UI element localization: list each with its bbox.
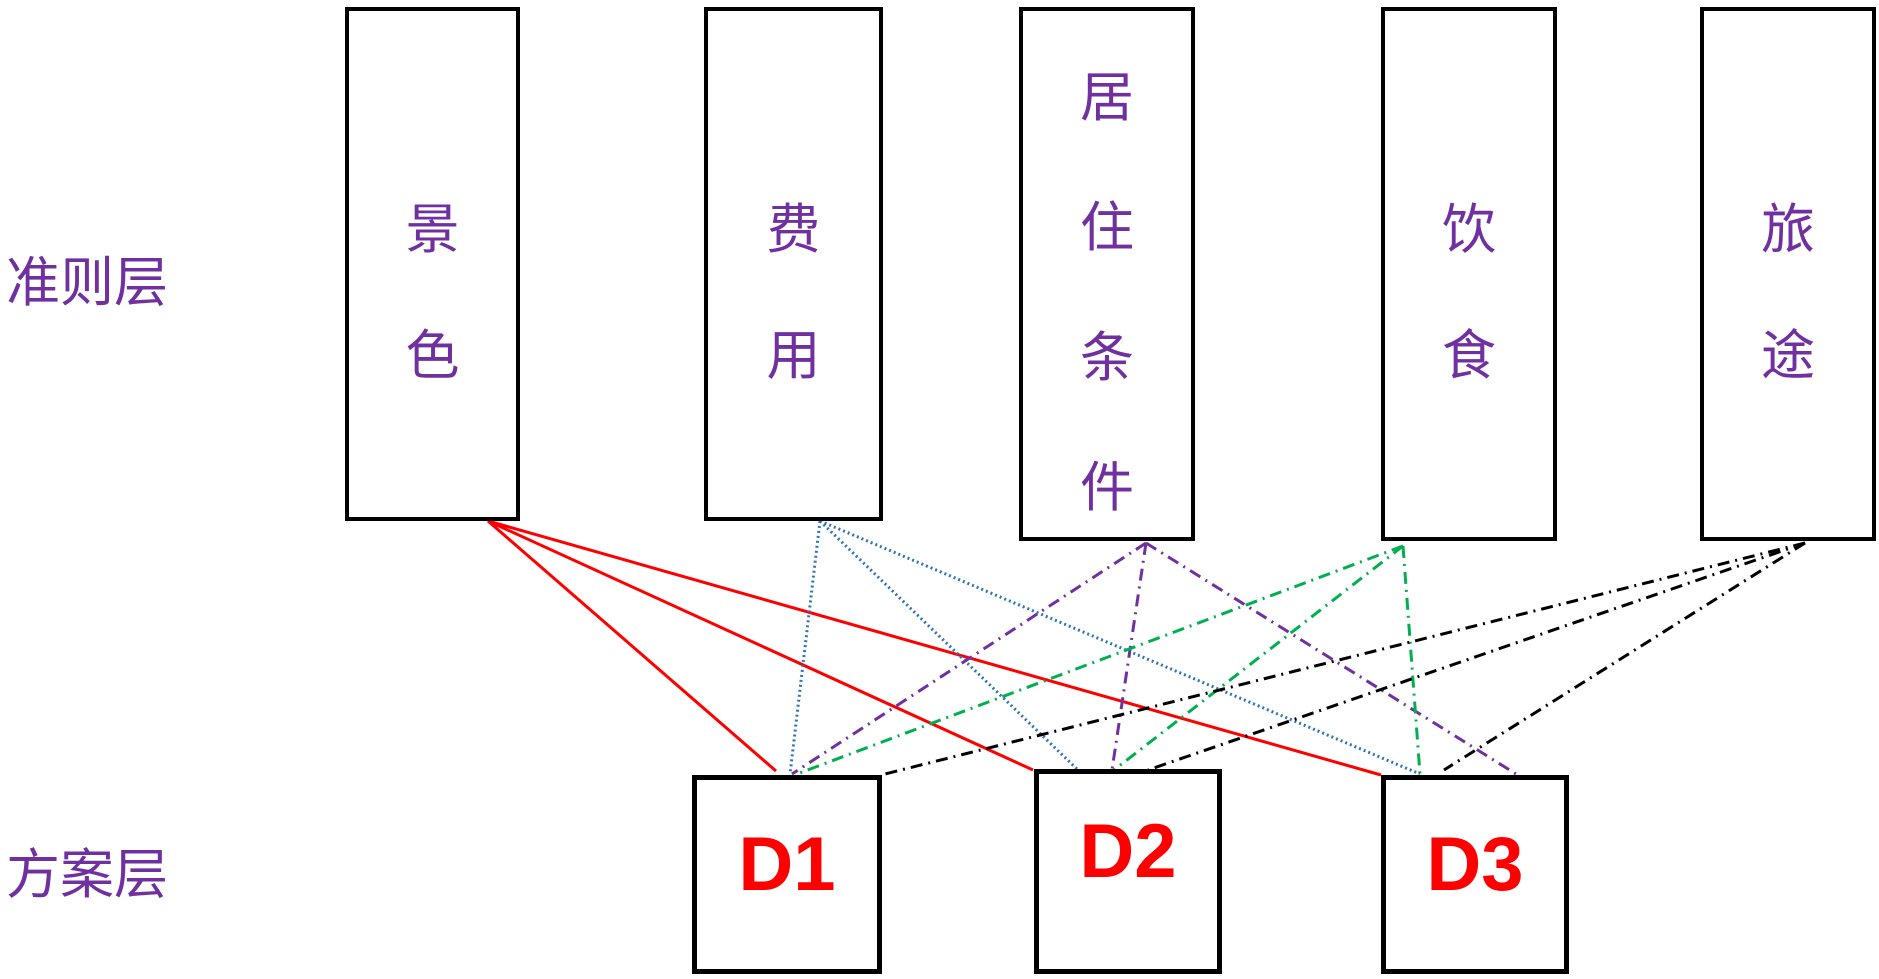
criterion-box-lodging: 居 住 条 件	[1019, 7, 1195, 541]
connection-lodging-to-d1	[791, 541, 1147, 776]
criterion-box-food: 饮 食	[1381, 7, 1557, 541]
criterion-char: 途	[1761, 324, 1815, 387]
criterion-box-scenery: 景 色	[345, 7, 520, 521]
alternative-box-d3: D3	[1381, 775, 1569, 974]
criterion-char: 旅	[1761, 198, 1815, 261]
connection-journey-to-d1	[880, 541, 1806, 777]
criterion-char: 条	[1080, 326, 1134, 389]
alternative-label: D1	[738, 822, 836, 907]
criterion-box-journey: 旅 途	[1700, 7, 1876, 541]
connection-cost-to-d1	[788, 520, 822, 775]
criteria-layer-label: 准则层	[6, 251, 168, 314]
connection-journey-to-d3	[1443, 541, 1806, 772]
criterion-char: 饮	[1442, 198, 1496, 261]
connection-cost-to-d3	[819, 519, 1421, 776]
alternatives-layer-label: 方案层	[6, 843, 168, 906]
connection-lodging-to-d2	[1110, 542, 1148, 771]
connection-scenery-to-d3	[487, 519, 1382, 777]
criterion-char: 景	[405, 198, 460, 261]
criterion-box-cost: 费 用	[704, 7, 883, 521]
alternative-box-d2: D2	[1034, 769, 1222, 974]
connection-food-to-d2	[1113, 544, 1404, 772]
alternative-label: D3	[1426, 822, 1524, 907]
criterion-char: 食	[1442, 324, 1496, 387]
connection-scenery-to-d1	[487, 519, 777, 773]
criterion-char: 住	[1080, 196, 1134, 259]
criterion-char: 费	[766, 198, 821, 261]
alternative-label: D2	[1079, 809, 1177, 894]
connection-food-to-d3	[1401, 545, 1422, 775]
criterion-char: 居	[1080, 66, 1134, 129]
connection-scenery-to-d2	[487, 519, 1034, 772]
connection-food-to-d1	[796, 544, 1404, 776]
alternative-box-d1: D1	[692, 775, 882, 974]
connection-journey-to-d2	[1147, 541, 1806, 772]
criterion-char: 用	[766, 324, 821, 387]
criterion-char: 件	[1080, 456, 1134, 519]
connection-lodging-to-d3	[1145, 541, 1517, 776]
criterion-char: 色	[405, 324, 460, 387]
